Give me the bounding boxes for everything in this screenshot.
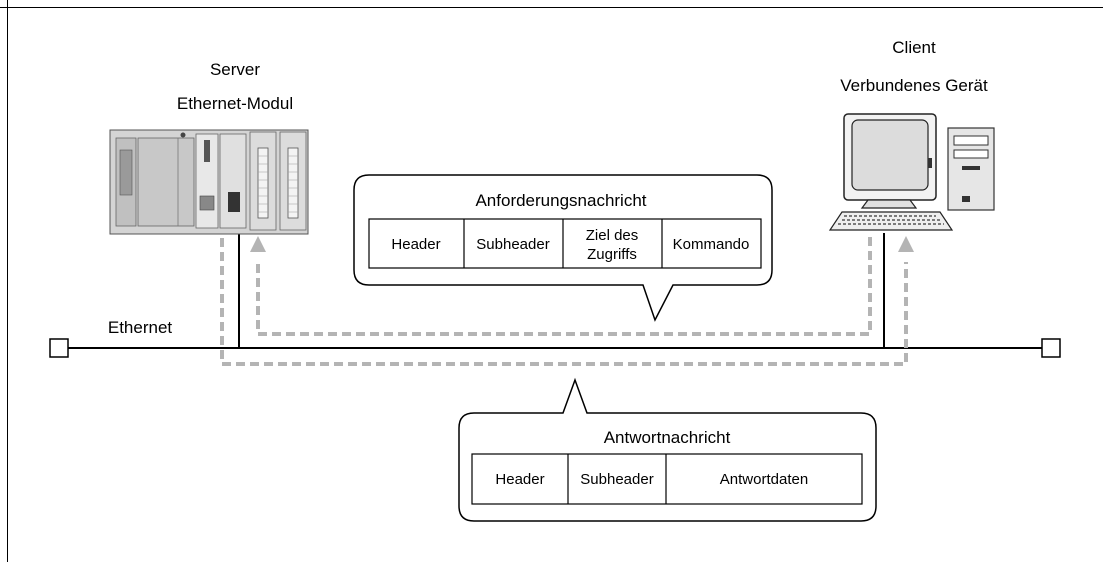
response-field-header: Header	[495, 471, 544, 488]
request-title: Anforderungsnachricht	[475, 191, 646, 210]
request-field-target-line2: Zugriffs	[587, 246, 637, 263]
request-arrowhead	[250, 236, 266, 252]
ethernet-bus: Ethernet	[49, 318, 1061, 358]
server-module-label: Ethernet-Modul	[177, 94, 293, 113]
response-field-data: Antwortdaten	[720, 471, 808, 488]
client-device-label: Verbundenes Gerät	[840, 76, 988, 95]
request-field-target-line1: Ziel des	[586, 227, 639, 244]
request-message-callout: Anforderungsnachricht Header Subheader Z…	[353, 174, 773, 322]
bus-terminator-right	[1041, 338, 1061, 358]
request-field-subheader: Subheader	[476, 236, 549, 253]
response-frame-table: Header Subheader Antwortdaten	[471, 453, 863, 505]
request-path	[250, 236, 872, 336]
desktop-computer-icon	[828, 113, 995, 231]
server-title: Server	[210, 60, 260, 79]
ethernet-label: Ethernet	[108, 318, 173, 337]
response-path	[220, 236, 914, 366]
client-title: Client	[892, 38, 936, 57]
plc-rack-icon	[109, 129, 309, 235]
request-field-header: Header	[391, 236, 440, 253]
response-field-subheader: Subheader	[580, 471, 653, 488]
request-frame-table: Header Subheader Ziel des Zugriffs Komma…	[368, 218, 762, 269]
response-message-callout: Antwortnachricht Header Subheader Antwor…	[458, 377, 877, 522]
response-title: Antwortnachricht	[604, 428, 731, 447]
response-arrowhead	[898, 236, 914, 252]
bus-terminator-left	[49, 338, 69, 358]
request-field-command: Kommando	[673, 236, 750, 253]
